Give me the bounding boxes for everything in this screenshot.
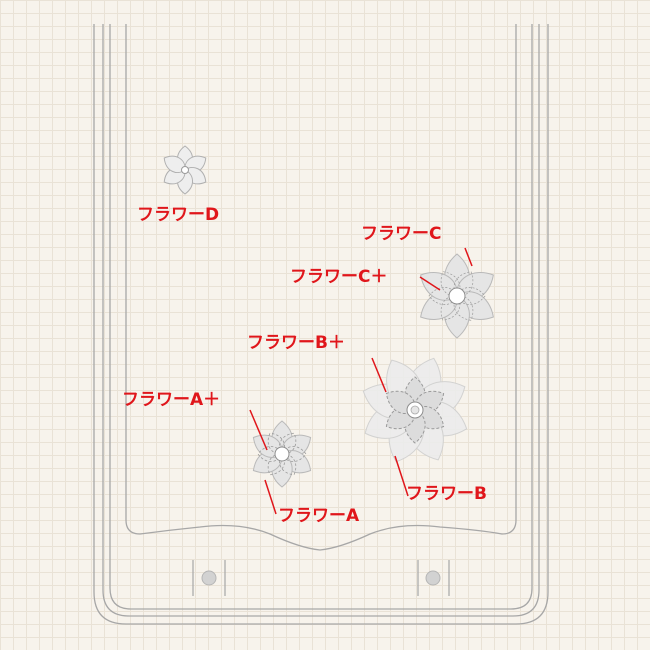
label-flower-a-plus: フラワーA＋ [122, 390, 221, 410]
flower-a [247, 420, 317, 488]
label-flower-b-plus: フラワーB＋ [247, 333, 345, 353]
label-flower-c-plus: フラワーC＋ [290, 267, 388, 287]
inner-panel-outline [125, 24, 517, 551]
leader-flower-a [264, 479, 277, 515]
leader-lines [249, 247, 473, 515]
side-button-right [417, 560, 450, 596]
label-flower-d: フラワーD [137, 205, 220, 225]
case-outline [93, 24, 549, 625]
leader-flower-c [464, 247, 473, 267]
leader-flower-b [394, 455, 409, 497]
label-flower-b: フラワーB [406, 484, 487, 504]
label-flower-c: フラワーC [361, 224, 442, 244]
label-flower-a: フラワーA [278, 506, 360, 526]
leader-flower-c-plus [419, 276, 441, 291]
flower-d [159, 145, 211, 195]
leader-flower-b-plus [371, 357, 387, 393]
side-button-left [192, 560, 226, 596]
leader-flower-a-plus [249, 409, 268, 451]
flower-c [413, 253, 501, 339]
flower-b [357, 352, 473, 468]
